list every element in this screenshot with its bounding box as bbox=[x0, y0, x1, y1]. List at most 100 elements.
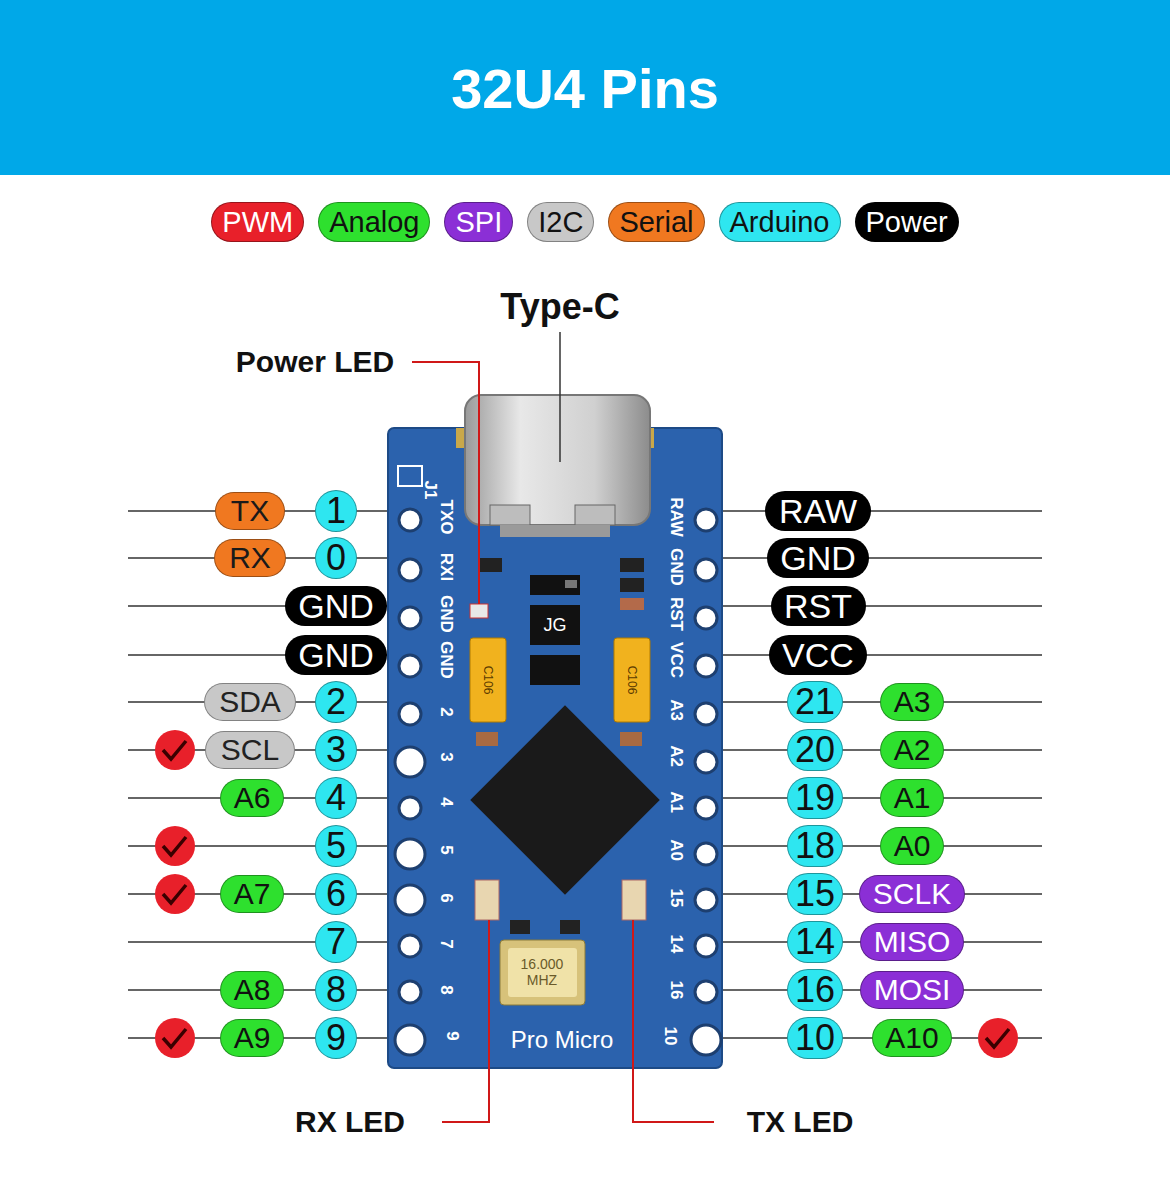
callout-label: Power LED bbox=[236, 345, 394, 379]
legend-text: Serial bbox=[619, 208, 693, 237]
silkscreen-label: 6 bbox=[436, 893, 456, 902]
pin-number: 0 bbox=[315, 537, 357, 579]
silkscreen-label: A0 bbox=[666, 839, 686, 861]
atmega32u4-chip bbox=[470, 705, 660, 895]
pin-text: GND bbox=[298, 638, 374, 672]
silkscreen-label: A3 bbox=[666, 699, 686, 721]
pin-number: 2 bbox=[315, 681, 357, 723]
spi-pin-label: MOSI bbox=[860, 971, 964, 1009]
legend-text: Analog bbox=[329, 208, 419, 237]
pin-text: A0 bbox=[894, 831, 931, 861]
pin-text: 8 bbox=[326, 972, 346, 1008]
pin-text: SDA bbox=[219, 687, 281, 717]
analog-pin-label: A10 bbox=[872, 1019, 952, 1057]
silkscreen-label: VCC bbox=[666, 642, 686, 678]
pin-text: SCLK bbox=[873, 879, 951, 909]
pin-text: 2 bbox=[326, 684, 346, 720]
analog-pin-label: A8 bbox=[220, 971, 284, 1009]
component-marking: JG bbox=[541, 615, 568, 636]
crystal bbox=[500, 940, 585, 1005]
silkscreen-label: J1 bbox=[420, 481, 440, 500]
pin-text: A9 bbox=[234, 1023, 271, 1053]
pin-text: MOSI bbox=[874, 975, 951, 1005]
silkscreen-label: GND bbox=[436, 595, 456, 633]
pin-text: 15 bbox=[795, 876, 835, 912]
pin-text: A6 bbox=[234, 783, 271, 813]
spi-pin-label: SCLK bbox=[859, 875, 964, 913]
pin-text: VCC bbox=[782, 638, 854, 672]
board-name: Pro Micro bbox=[507, 1026, 618, 1054]
title: 32U4 Pins bbox=[451, 56, 719, 121]
power-pin-label: GND bbox=[767, 538, 870, 578]
pin-number: 21 bbox=[787, 681, 842, 723]
pin-text: 4 bbox=[326, 780, 346, 816]
pin-text: GND bbox=[298, 589, 374, 623]
pin-text: RX bbox=[229, 543, 271, 573]
pin-text: A7 bbox=[234, 879, 271, 909]
pin-text: A3 bbox=[894, 687, 931, 717]
legend-text: I2C bbox=[538, 208, 583, 237]
silkscreen-label: A2 bbox=[666, 745, 686, 767]
pin-number: 20 bbox=[787, 729, 842, 771]
pin-text: SCL bbox=[221, 735, 279, 765]
legend-swatch: PWM bbox=[211, 202, 304, 242]
pin-number: 5 bbox=[315, 825, 357, 867]
silkscreen-label: RAW bbox=[666, 497, 686, 537]
component-marking: C106 bbox=[481, 666, 495, 695]
pin-text: 10 bbox=[795, 1020, 835, 1056]
power-pin-label: GND bbox=[285, 635, 388, 675]
callout-line bbox=[442, 920, 489, 1122]
pin-number: 7 bbox=[315, 921, 357, 963]
pin-text: 1 bbox=[326, 493, 346, 529]
silkscreen-label: 16 bbox=[666, 981, 686, 1000]
component-marking: 16.000 MHZ bbox=[513, 956, 571, 988]
pin-text: 6 bbox=[326, 876, 346, 912]
legend-swatch: Analog bbox=[318, 202, 430, 242]
pin-number: 10 bbox=[787, 1017, 842, 1059]
pin-text: 20 bbox=[795, 732, 835, 768]
silkscreen-label: A1 bbox=[666, 791, 686, 813]
pin-text: 3 bbox=[326, 732, 346, 768]
pin-number: 1 bbox=[315, 490, 357, 532]
pin-text: A1 bbox=[894, 783, 931, 813]
legend-swatch: I2C bbox=[527, 202, 594, 242]
j1-pad bbox=[398, 466, 422, 486]
callout-line bbox=[412, 362, 479, 604]
pin-number: 4 bbox=[315, 777, 357, 819]
pin-number: 15 bbox=[787, 873, 842, 915]
silkscreen-label: 5 bbox=[436, 845, 456, 854]
silkscreen-label: TXO bbox=[436, 500, 456, 535]
legend-swatch: Serial bbox=[608, 202, 704, 242]
callout-label: TX LED bbox=[747, 1105, 854, 1139]
silkscreen-label: 8 bbox=[436, 985, 456, 994]
pin-number: 19 bbox=[787, 777, 842, 819]
pin-text: 18 bbox=[795, 828, 835, 864]
callout-line bbox=[559, 332, 561, 462]
silkscreen-label: 14 bbox=[666, 935, 686, 954]
legend-swatch: Power bbox=[855, 202, 959, 242]
legend-text: SPI bbox=[455, 208, 502, 237]
pin-text: 9 bbox=[326, 1020, 346, 1056]
pin-text: GND bbox=[780, 541, 856, 575]
silkscreen-label: RXI bbox=[436, 553, 456, 581]
pwm-check bbox=[155, 730, 1018, 1058]
legend-swatch: Arduino bbox=[719, 202, 841, 242]
legend-swatch: SPI bbox=[444, 202, 513, 242]
pin-text: A2 bbox=[894, 735, 931, 765]
callout-label: RX LED bbox=[295, 1105, 405, 1139]
i2c-pin-label: SCL bbox=[205, 731, 294, 769]
pin-holes bbox=[395, 509, 721, 1055]
silkscreen-label: 10 bbox=[660, 1027, 680, 1046]
pin-number: 16 bbox=[787, 969, 842, 1011]
pin-text: RAW bbox=[779, 494, 857, 528]
legend-text: Power bbox=[866, 208, 948, 237]
i2c-pin-label: SDA bbox=[204, 683, 297, 721]
callout-label: Type-C bbox=[500, 286, 619, 328]
legend-text: Arduino bbox=[730, 208, 830, 237]
pin-text: A8 bbox=[234, 975, 271, 1005]
component-marking: C106 bbox=[625, 666, 639, 695]
silkscreen-label: 3 bbox=[436, 752, 456, 761]
pin-text: TX bbox=[231, 496, 269, 526]
power-pin-label: GND bbox=[285, 586, 388, 626]
